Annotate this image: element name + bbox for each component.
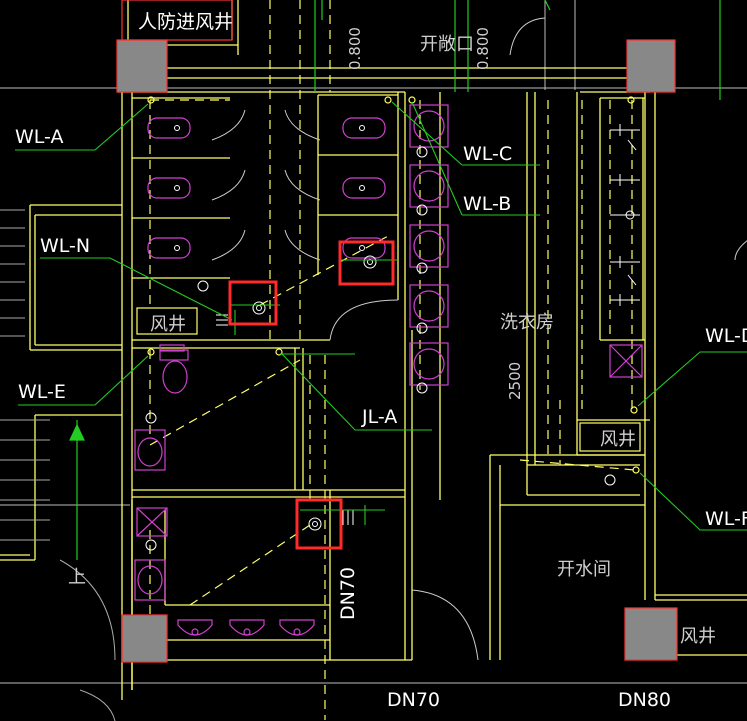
walls [0, 0, 747, 700]
air-shaft-boxes [136, 307, 641, 452]
floor-drain-box [136, 507, 168, 537]
air-shaft-label-3: 风井 [680, 626, 716, 647]
leader-lines [15, 101, 747, 531]
squat-toilet [342, 177, 386, 199]
highlight-box-2 [338, 240, 395, 286]
squat-toilet [147, 117, 191, 139]
fixtures [134, 104, 643, 636]
pipe-tag-wl-d: WL-D [705, 325, 747, 347]
pipe-tag-wl-a: WL-A [15, 126, 63, 148]
urinal [279, 619, 315, 636]
washing-machine [409, 164, 449, 208]
columns [116, 39, 678, 663]
pipe-dn70-vertical: DN70 [337, 567, 359, 620]
washing-machine [409, 342, 449, 386]
pipe-tag-wl-n: WL-N [40, 235, 90, 257]
dim-0800-right: 0.800 [474, 27, 492, 70]
washing-machine [409, 104, 449, 148]
laundry-label: 洗衣房 [500, 312, 554, 333]
dim-0800-left: 0.800 [346, 27, 364, 70]
pipe-tag-wl-f: WL-F [705, 508, 747, 530]
column-top-right [626, 39, 676, 93]
wash-basin [134, 429, 166, 471]
dim-2500: 2500 [506, 362, 524, 400]
mop-sink [609, 344, 643, 378]
column-top-left [116, 39, 168, 93]
air-shaft-label-2: 风井 [600, 429, 636, 450]
urinal [229, 619, 265, 636]
grid-lines [0, 0, 747, 684]
civil-air-vent-frame [121, 0, 233, 41]
drain-pipes [149, 0, 636, 720]
riser-points [147, 96, 640, 474]
column-bottom-left [121, 614, 168, 663]
pipe-tag-wl-b: WL-B [463, 193, 511, 215]
squat-toilet [147, 237, 191, 259]
open-cutout-label: 开敞口 [420, 34, 474, 55]
washing-machine [409, 284, 449, 328]
squat-toilet [147, 177, 191, 199]
pipe-dn80-bottom: DN80 [618, 689, 671, 711]
urinal [177, 619, 213, 636]
stairs-up-label: 上 [68, 567, 86, 588]
pipe-tag-wl-e: WL-E [18, 381, 66, 403]
pipe-tag-wl-c: WL-C [463, 143, 512, 165]
squat-toilet [342, 237, 386, 259]
wash-basin [134, 559, 166, 601]
green-pipes [69, 0, 721, 560]
air-shaft-label-1: 风井 [150, 314, 186, 335]
pipe-dn70-bottom: DN70 [387, 689, 440, 711]
riser-symbols [216, 124, 640, 525]
washing-machine [409, 224, 449, 268]
civil-air-vent-label: 人防进风井 [138, 11, 233, 33]
stair-treads [0, 209, 116, 721]
floor-drains [145, 125, 616, 551]
column-bottom-right [624, 607, 678, 661]
highlight-box-3 [295, 498, 343, 550]
door-swings [211, 17, 747, 661]
squat-toilet [342, 117, 386, 139]
boiler-room-label: 开水间 [557, 559, 611, 580]
western-toilet [162, 360, 188, 394]
highlight-box-1 [228, 280, 278, 326]
pipe-tag-jl-a: JL-A [361, 406, 397, 428]
highlights [228, 240, 395, 550]
